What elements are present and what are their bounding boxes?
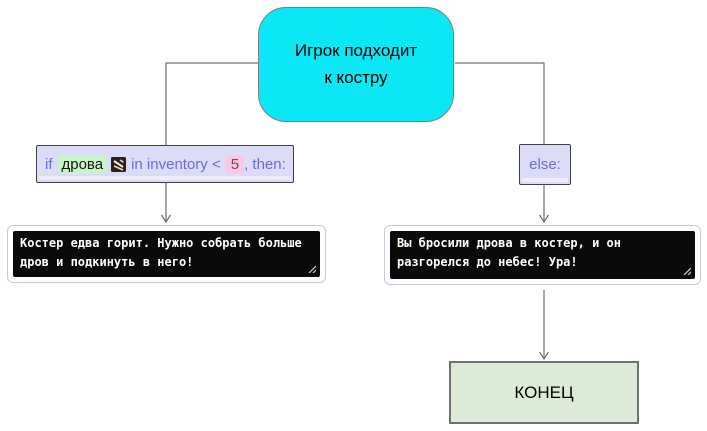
if-keyword: if	[45, 155, 53, 173]
firewood-sticks-icon	[111, 156, 127, 172]
else-box[interactable]: else:	[519, 144, 571, 185]
arrowhead-left	[160, 214, 172, 224]
inventory-comparison-text: in inventory <	[131, 155, 221, 173]
left-output-textarea[interactable]: Костер едва горит. Нужно собрать больше …	[13, 231, 320, 277]
end-label: КОНЕЦ	[514, 382, 574, 402]
left-output-wrapper: Костер едва горит. Нужно собрать больше …	[7, 225, 326, 283]
item-name-token[interactable]: дрова	[57, 154, 108, 174]
threshold-token[interactable]: 5	[225, 154, 245, 174]
connector-left-elbow	[165, 62, 258, 145]
right-output-wrapper: Вы бросили дрова в костер, и он разгорел…	[384, 225, 701, 285]
end-node[interactable]: КОНЕЦ	[449, 361, 639, 424]
arrowhead-middle	[538, 214, 550, 224]
right-output-textarea[interactable]: Вы бросили дрова в костер, и он разгорел…	[390, 231, 695, 279]
else-keyword: else:	[529, 156, 561, 173]
connector-right-elbow	[455, 62, 545, 144]
start-node[interactable]: Игрок подходит к костру	[258, 7, 454, 122]
arrowhead-end	[538, 351, 550, 361]
then-keyword: , then:	[244, 155, 286, 173]
if-condition-box[interactable]: if дрова in inventory < 5 , then:	[36, 145, 294, 183]
